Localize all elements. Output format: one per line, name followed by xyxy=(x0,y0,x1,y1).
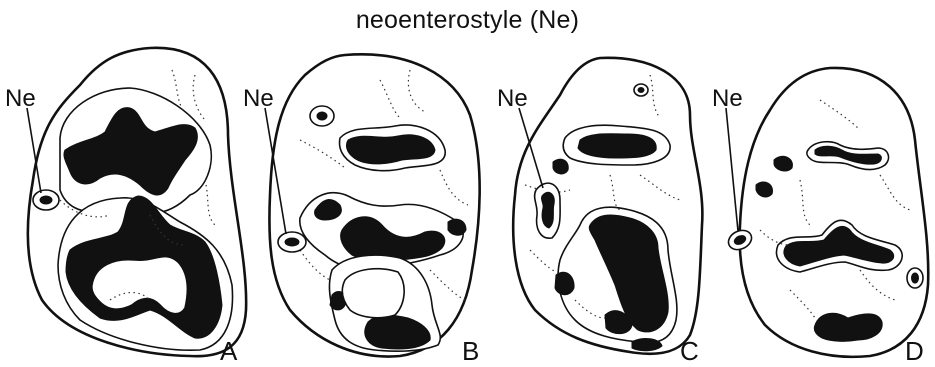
panel-c-basin-2 xyxy=(553,159,568,174)
panel-d-posterior-islet xyxy=(907,268,923,288)
panel-c-letter: C xyxy=(680,336,699,366)
panel-a-neoenterostyle xyxy=(33,190,59,210)
panel-c-upper-islet xyxy=(634,84,648,96)
panel-d-basin-5 xyxy=(756,182,773,197)
panel-d-basin-2 xyxy=(774,156,792,171)
panel-a-letter: A xyxy=(220,336,238,366)
panel-d-basin-4 xyxy=(814,313,882,341)
panel-c: Ne C xyxy=(497,58,702,366)
panel-a: Ne A xyxy=(5,48,246,366)
panel-b-basin-4 xyxy=(448,219,466,235)
panel-d: Ne D xyxy=(712,68,928,366)
panel-c-basin-4 xyxy=(555,272,574,295)
panel-c-basin-1 xyxy=(578,134,656,158)
panel-b-letter: B xyxy=(462,336,479,366)
panel-a-ne-label: Ne xyxy=(5,85,36,112)
panel-c-basin-6 xyxy=(632,339,662,351)
panel-d-ne-label: Ne xyxy=(712,85,743,112)
panel-b-upper-islet xyxy=(310,106,334,126)
panel-d-ne-leader xyxy=(726,108,738,231)
panel-b-neoenterostyle xyxy=(278,232,306,252)
panel-b: Ne B xyxy=(243,54,480,366)
panel-b-ne-label: Ne xyxy=(243,85,274,112)
panel-c-ne-label: Ne xyxy=(497,85,528,112)
panel-b-inner-fossette xyxy=(342,269,404,318)
panel-c-neoenterostyle xyxy=(535,183,561,238)
panel-d-letter: D xyxy=(905,336,924,366)
